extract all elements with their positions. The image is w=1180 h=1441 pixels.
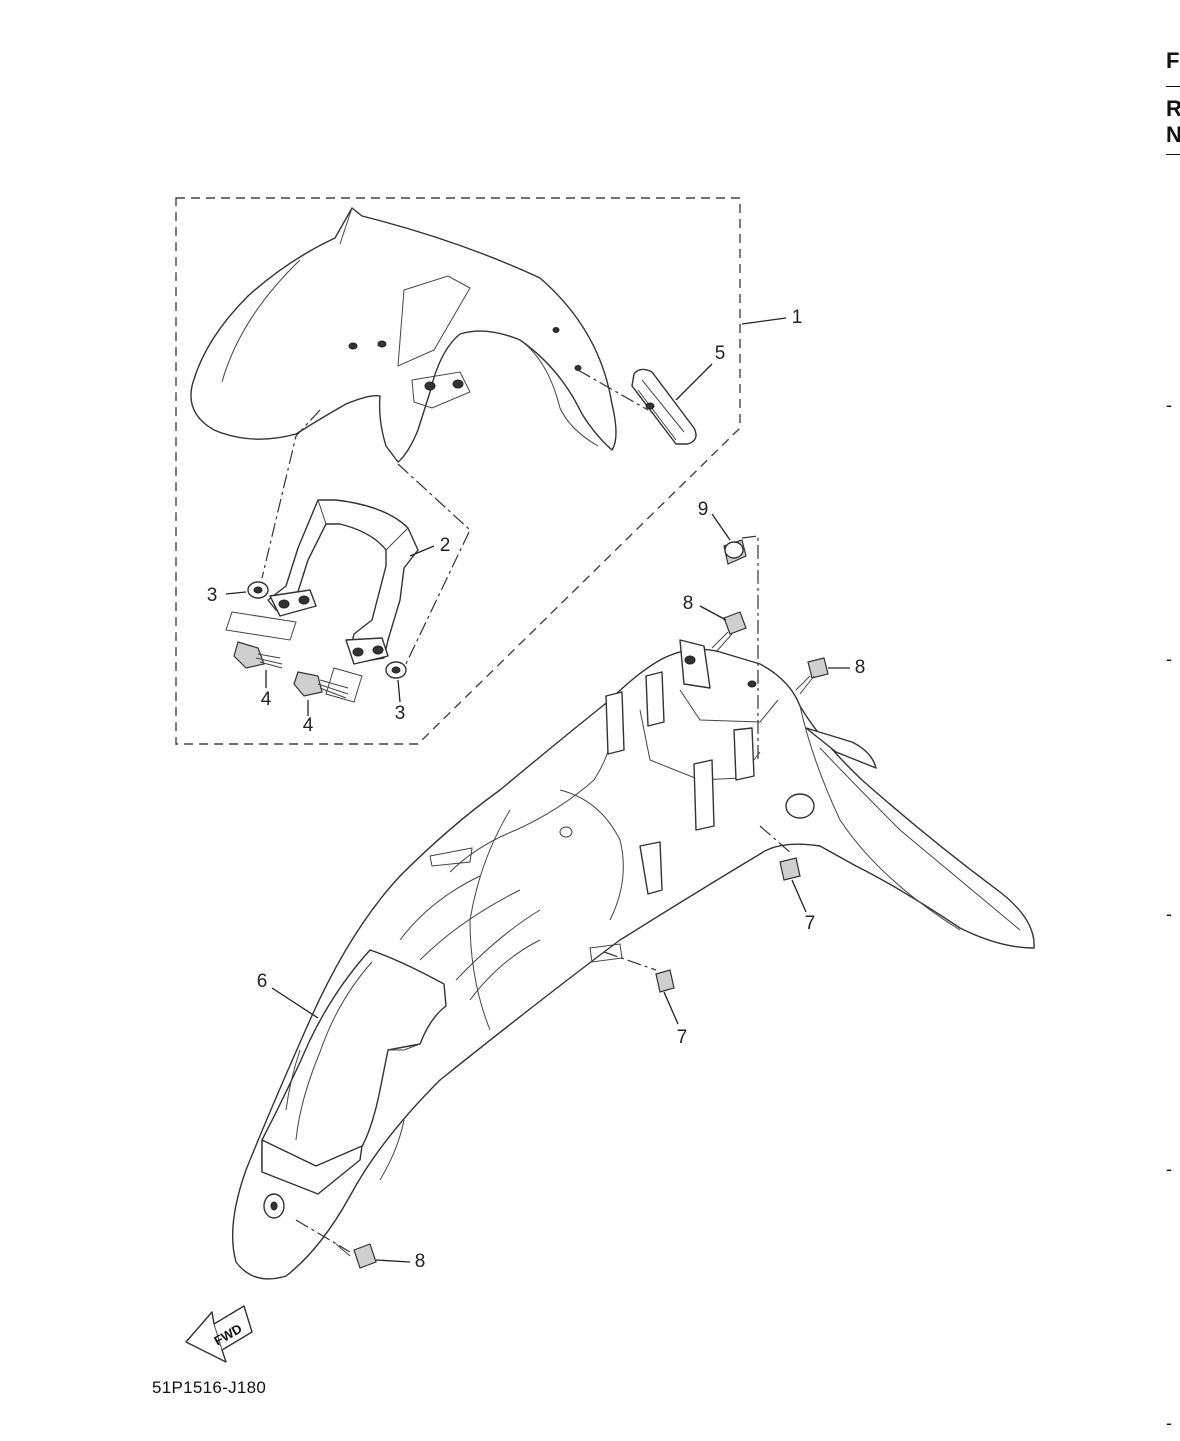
diagram-code: 51P1516-J180 bbox=[152, 1378, 266, 1397]
leader-line bbox=[711, 513, 731, 541]
callout-7: 7 bbox=[805, 913, 816, 934]
edge-tick: - bbox=[1166, 1159, 1172, 1179]
rear-fender-pocket bbox=[261, 949, 447, 1219]
washer bbox=[247, 581, 269, 599]
clip bbox=[655, 969, 675, 993]
leader-line bbox=[409, 545, 435, 557]
callout-8: 8 bbox=[855, 657, 866, 678]
front-fender bbox=[190, 207, 617, 463]
alignment-line bbox=[577, 369, 649, 411]
alignment-line bbox=[759, 825, 793, 855]
edge-tick: - bbox=[1166, 904, 1172, 924]
leader-line bbox=[675, 363, 713, 401]
callout-2: 2 bbox=[440, 535, 451, 556]
edge-tick: - bbox=[1166, 395, 1172, 415]
assembly-boundary bbox=[175, 197, 741, 745]
fender-bracket bbox=[267, 499, 419, 665]
callout-1: 1 bbox=[792, 307, 803, 328]
callout-3: 3 bbox=[207, 585, 218, 606]
leader-line bbox=[663, 991, 679, 1025]
callout-4: 4 bbox=[261, 689, 272, 710]
bolt bbox=[711, 611, 747, 653]
alignment-line bbox=[295, 1219, 351, 1253]
edge-text-f: F bbox=[1166, 48, 1180, 73]
alignment-line bbox=[741, 535, 759, 760]
bolt bbox=[335, 1243, 377, 1269]
edge-rule bbox=[1166, 86, 1180, 87]
washer bbox=[385, 661, 407, 679]
alignment-line bbox=[397, 463, 471, 669]
callout-8: 8 bbox=[683, 593, 694, 614]
leader-line bbox=[397, 679, 401, 703]
edge-rule bbox=[1166, 154, 1180, 155]
alignment-line bbox=[603, 951, 657, 971]
bolt bbox=[795, 657, 829, 695]
callout-9: 9 bbox=[698, 499, 709, 520]
leader-line bbox=[741, 317, 787, 325]
callout-7: 7 bbox=[677, 1027, 688, 1048]
bolt-outline bbox=[225, 611, 297, 641]
collar bbox=[723, 539, 747, 565]
bolt bbox=[293, 671, 349, 699]
clip bbox=[779, 857, 801, 881]
alignment-line bbox=[261, 409, 321, 579]
leader-line bbox=[225, 591, 247, 595]
leader-line bbox=[375, 1259, 411, 1263]
edge-tick: - bbox=[1166, 649, 1172, 669]
bolt bbox=[233, 641, 283, 669]
rear-fender bbox=[232, 639, 1035, 1280]
callout-4: 4 bbox=[303, 715, 314, 736]
bolt-outline bbox=[325, 667, 363, 703]
edge-tick: - bbox=[1166, 1413, 1172, 1433]
callout-8: 8 bbox=[415, 1251, 426, 1272]
callout-5: 5 bbox=[715, 343, 726, 364]
edge-text-n: N bbox=[1166, 122, 1180, 147]
fwd-arrow-icon: FWD bbox=[185, 1305, 253, 1363]
callout-6: 6 bbox=[257, 971, 268, 992]
reflector bbox=[631, 368, 697, 445]
edge-text-r: R bbox=[1166, 96, 1180, 121]
leader-line bbox=[699, 605, 727, 621]
callout-3: 3 bbox=[395, 703, 406, 724]
leader-line bbox=[271, 987, 319, 1019]
leader-line bbox=[791, 879, 807, 913]
